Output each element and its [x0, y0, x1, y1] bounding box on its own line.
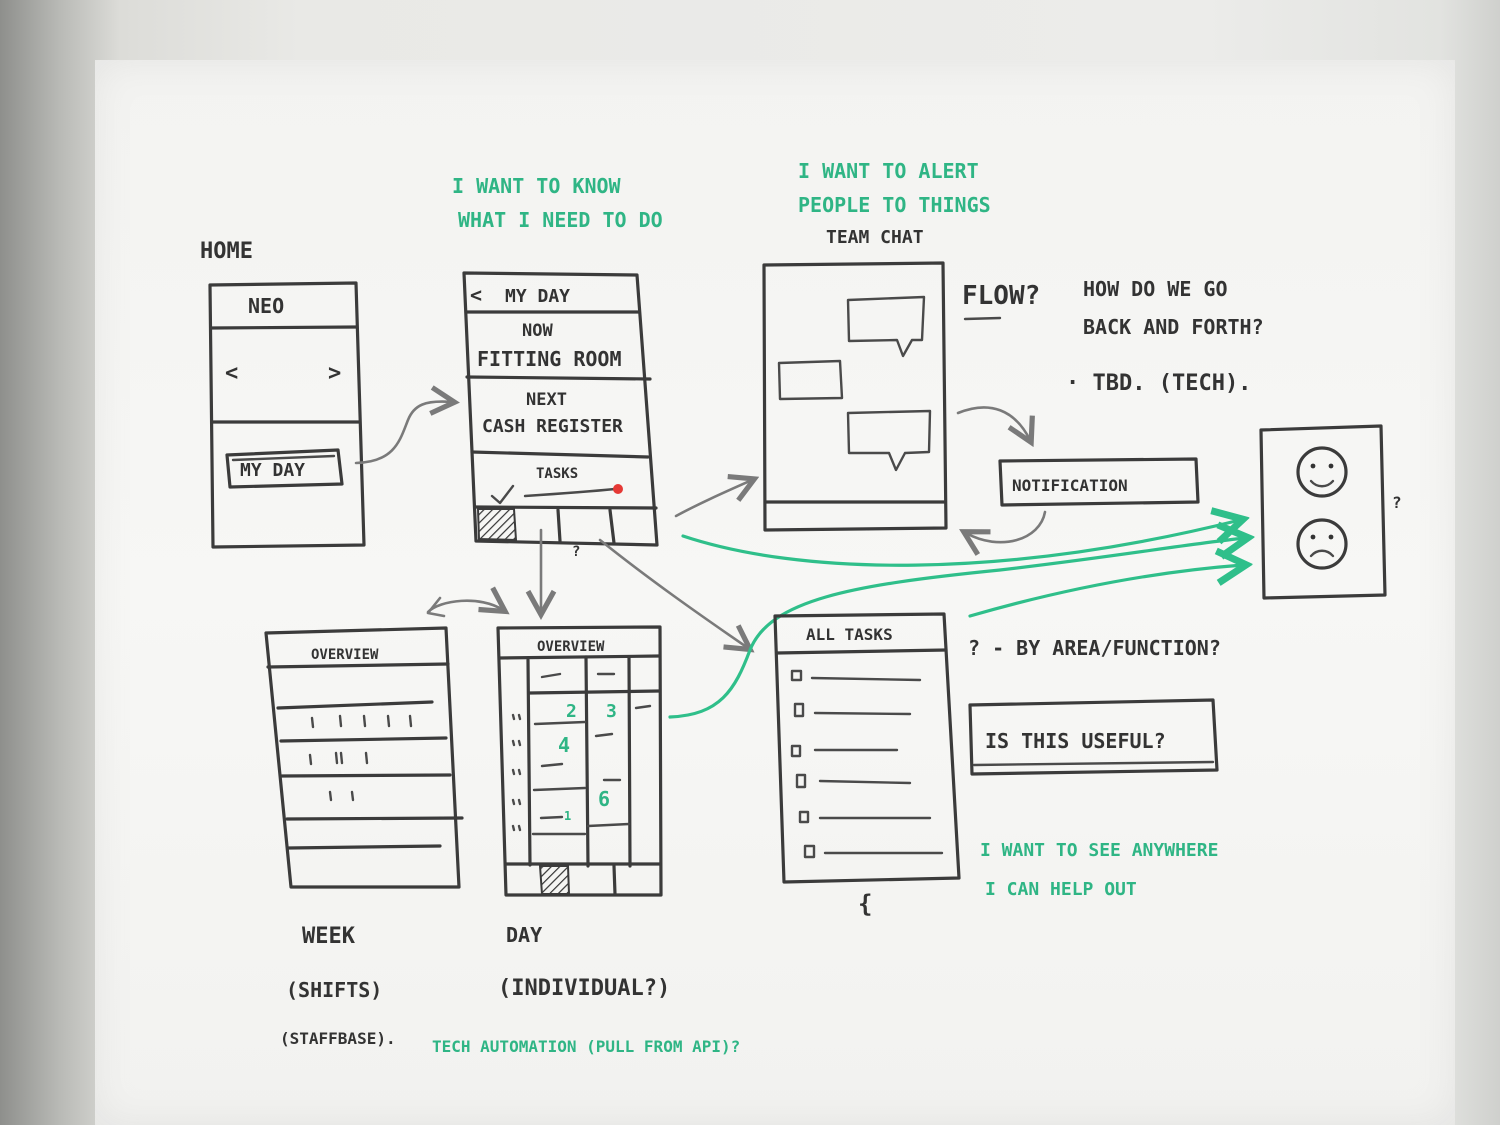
alltasks-list[interactable]: [790, 669, 944, 859]
myday-tab-3[interactable]: [562, 510, 608, 540]
myday-tab-divider-2: [608, 508, 616, 545]
feedback-question: ?: [1392, 493, 1402, 512]
arrow-day-to-feedback: [668, 538, 1245, 719]
day-label: DAY: [506, 923, 542, 947]
week-wireframe: OVERVIEW WEEK (SHIFTS) (STAFFBASE).: [264, 626, 464, 1048]
myday-tab-4[interactable]: [616, 510, 654, 540]
week-sub2: (STAFFBASE).: [280, 1029, 396, 1048]
chat-note-line2: PEOPLE TO THINGS: [798, 193, 991, 217]
week-shift-marks: [308, 714, 413, 802]
arrow-week-day-toggle: [426, 601, 503, 612]
week-phone-frame: [264, 626, 461, 889]
myday-note-line2: WHAT I NEED TO DO: [458, 208, 663, 232]
myday-now-divider: [465, 375, 652, 381]
day-grid-marks: [511, 672, 652, 836]
useful-question-frame: [968, 698, 1219, 776]
myday-note-line1: I WANT TO KNOW: [452, 174, 622, 198]
week-header: OVERVIEW: [311, 647, 379, 663]
myday-next-label: NEXT: [526, 390, 567, 410]
day-header: OVERVIEW: [537, 639, 605, 655]
alltasks-note-line2: I CAN HELP OUT: [985, 879, 1137, 900]
arrow-notification-to-chat: [966, 510, 1047, 542]
myday-task-progress: [523, 487, 617, 498]
myday-tab-2[interactable]: [517, 510, 557, 540]
chat-bubble-outgoing: [777, 359, 844, 401]
home-title: NEO: [248, 294, 284, 318]
arrow-home-to-myday: [354, 402, 452, 465]
myday-next-value: CASH REGISTER: [482, 416, 623, 437]
arrow-chat-to-notification: [956, 406, 1030, 440]
alltasks-more: {: [858, 890, 872, 918]
home-next-arrow[interactable]: >: [328, 361, 341, 386]
home-heading: HOME: [200, 239, 253, 264]
myday-next-divider: [470, 450, 650, 459]
flow-label: FLOW?: [962, 281, 1040, 311]
notification-frame: [998, 457, 1200, 507]
whiteboard: [95, 60, 1455, 1125]
week-label: WEEK: [302, 924, 356, 949]
automation-note: TECH AUTOMATION (PULL FROM API)?: [432, 1037, 740, 1056]
chat-bubble-incoming-2: [846, 409, 932, 472]
happy-face-icon[interactable]: [1296, 446, 1348, 498]
chat-phone-frame: [762, 261, 948, 532]
flow-question-line1: HOW DO WE GO: [1083, 277, 1228, 301]
chat-note-line1: I WANT TO ALERT: [798, 159, 979, 183]
flow-notes: FLOW? HOW DO WE GO BACK AND FORTH? · TBD…: [956, 277, 1264, 542]
week-sub1: (SHIFTS): [286, 978, 382, 1002]
myday-now-value: FITTING ROOM: [477, 347, 622, 371]
chat-bubble-incoming-1: [846, 295, 926, 358]
myday-tasks-label: TASKS: [536, 466, 578, 482]
myday-tabbar-top: [474, 505, 658, 510]
home-wireframe: HOME NEO < > MY DAY: [200, 239, 366, 549]
myday-tab-divider-1: [556, 508, 562, 543]
feedback-wireframe: ?: [1259, 424, 1402, 600]
myday-title: MY DAY: [505, 286, 570, 307]
day-cell-3: 4: [558, 733, 570, 757]
myday-wireframe: I WANT TO KNOW WHAT I NEED TO DO < MY DA…: [452, 174, 663, 560]
day-wireframe: OVERVIEW 2 3 4 6 1 DAY (INDIVIDUAL?): [496, 625, 670, 1001]
day-sub1: (INDIVIDUAL?): [498, 976, 670, 1001]
day-cell-4: 6: [598, 787, 610, 811]
home-my-day-button[interactable]: MY DAY: [240, 460, 305, 481]
home-prev-arrow[interactable]: <: [225, 361, 238, 386]
myday-now-label: NOW: [522, 321, 553, 341]
day-cell-1: 2: [566, 701, 577, 722]
alltasks-header-divider: [775, 648, 948, 655]
myday-back-arrow[interactable]: <: [470, 283, 482, 307]
useful-question: IS THIS USEFUL?: [985, 729, 1166, 753]
arrow-myday-to-feedback: [681, 520, 1240, 567]
day-cell-5: 1: [564, 809, 571, 823]
check-icon: [490, 484, 515, 505]
arrow-myday-to-alltasks: [598, 538, 748, 648]
flow-question-line2: BACK AND FORTH?: [1083, 315, 1264, 339]
chat-title: TEAM CHAT: [826, 227, 924, 248]
day-header-divider: [498, 654, 661, 660]
alltasks-wireframe: ALL TASKS { ? - BY AREA/FUNCTION? IS THI…: [773, 612, 1221, 918]
home-header-divider: [209, 325, 359, 330]
notification-dot-icon: [613, 484, 623, 494]
home-my-day-button-frame: [225, 448, 344, 489]
day-cell-2: 3: [606, 701, 617, 722]
teamchat-wireframe: I WANT TO ALERT PEOPLE TO THINGS TEAM CH…: [762, 159, 991, 532]
notification-label: NOTIFICATION: [1012, 476, 1128, 495]
week-header-divider: [266, 662, 450, 669]
day-phone-frame: [496, 625, 663, 897]
arrow-myday-to-chat: [674, 480, 752, 518]
arrow-alltasks-to-feedback: [968, 565, 1243, 618]
alltasks-note-line1: I WANT TO SEE ANYWHERE: [980, 840, 1218, 861]
day-tab-active[interactable]: [538, 865, 571, 895]
myday-tab-active[interactable]: [476, 508, 518, 542]
home-phone-frame: [208, 281, 366, 549]
myday-tab-question: ?: [572, 544, 580, 560]
sad-face-icon[interactable]: [1296, 518, 1348, 570]
flow-tbd: · TBD. (TECH).: [1066, 371, 1251, 396]
alltasks-by-area: ? - BY AREA/FUNCTION?: [968, 636, 1221, 660]
alltasks-title: ALL TASKS: [806, 625, 893, 644]
feedback-frame: [1259, 424, 1387, 600]
alltasks-phone-frame: [773, 612, 961, 884]
